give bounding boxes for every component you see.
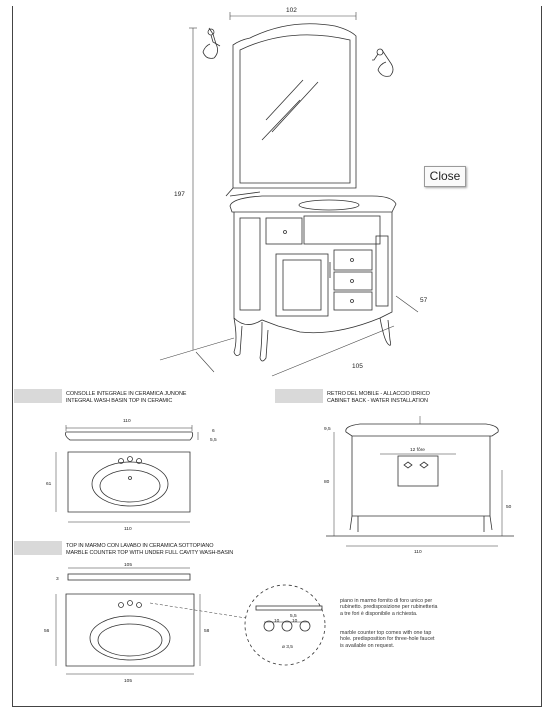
s2-dim-height: 80 (324, 479, 330, 485)
s2-dim-bottom: 110 (414, 549, 422, 555)
technical-sheet-page (12, 6, 542, 707)
section2-title-it: RETRO DEL MOBILE - ALLACCIO IDRICO (327, 391, 430, 397)
section3-note-it: piano in marmo fornito di foro unico per… (340, 598, 438, 617)
wall-lamp-left (202, 27, 221, 59)
s3-dim-thick: 3 (56, 576, 59, 582)
integral-basin-drawing (55, 425, 199, 523)
s3-dim-hole-b: 10 (292, 618, 298, 624)
close-button[interactable]: Close (424, 166, 466, 187)
dim-height-label: 197 (174, 191, 185, 198)
s3-dim-hole-c: 5,5 (290, 613, 297, 619)
dim-width-label: 102 (286, 7, 297, 14)
s3-dim-hole-d: ø 3,5 (282, 644, 293, 650)
s2-dim-left-top: 9,5 (324, 426, 331, 432)
section2-title-en: CABINET BACK - WATER INSTALLATION (327, 397, 428, 404)
s3-dim-bottom: 105 (124, 678, 132, 684)
section3-header-bar (14, 541, 62, 555)
s1-dim-bottom: 110 (124, 526, 132, 532)
section3-title: TOP IN MARMO CON LAVABO IN CERAMICA SOTT… (66, 543, 233, 556)
s1-dim-left: 61 (46, 481, 52, 487)
s1-dim-h2: 5,5 (210, 437, 217, 443)
top-view-dimension-lines (159, 12, 419, 377)
s3-dim-top: 105 (124, 562, 132, 568)
wall-lamp-right (372, 48, 394, 77)
cabinet-back-drawing (326, 416, 514, 547)
section1-title-it: CONSOLLE INTEGRALE IN CERAMICA JUNONE (66, 391, 187, 397)
section3-title-en: MARBLE COUNTER TOP WITH UNDER FULL CAVIT… (66, 549, 234, 556)
s1-dim-h1: 6 (212, 428, 215, 434)
s2-dim-right: 50 (506, 504, 512, 510)
section1-title-en: INTEGRAL WASH BASIN TOP IN CERAMIC (66, 397, 173, 404)
dim-base-label: 105 (352, 363, 363, 370)
section2-header-bar (275, 389, 323, 403)
s1-dim-top: 110 (123, 418, 131, 424)
dim-depth-label: 57 (420, 297, 428, 304)
cabinet-drawing (233, 212, 393, 362)
section2-title: RETRO DEL MOBILE - ALLACCIO IDRICO CABIN… (327, 391, 430, 404)
s3-dim-left: 56 (44, 628, 50, 634)
section1-header-bar (14, 389, 62, 403)
mirror-drawing (225, 23, 357, 197)
section1-title: CONSOLLE INTEGRALE IN CERAMICA JUNONE IN… (66, 391, 186, 404)
section3-note-en: marble counter top comes with one tap ho… (340, 630, 435, 649)
section3-title-it: TOP IN MARMO CON LAVABO IN CERAMICA SOTT… (66, 543, 214, 549)
marble-top-drawing (55, 567, 326, 675)
s2-dim-inner: 12 fôre (410, 447, 425, 453)
s3-dim-right: 58 (204, 628, 210, 634)
counter-drawing (229, 191, 397, 213)
s3-dim-hole-a: 10 (274, 618, 280, 624)
